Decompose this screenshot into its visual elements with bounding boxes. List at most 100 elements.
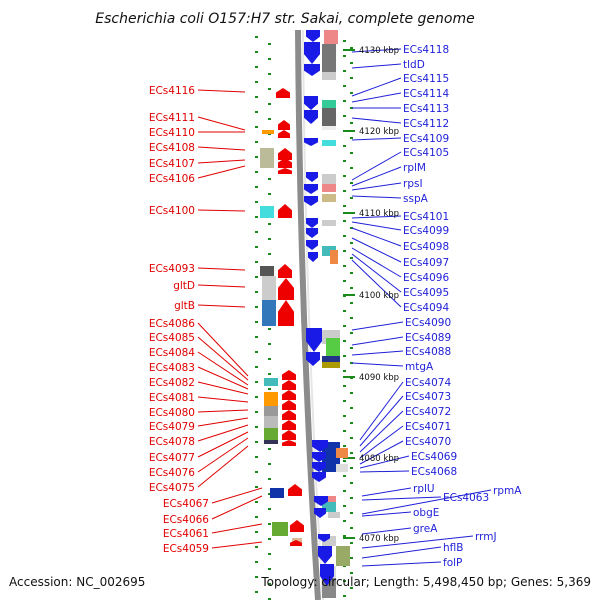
guide-dot-right-outer (350, 77, 353, 79)
gene-feature-block (264, 378, 278, 386)
guide-dot-left (255, 261, 258, 263)
scale-label: 4120 kbp (359, 127, 399, 137)
guide-dot-right-outer (350, 257, 353, 259)
gene-label-left: ECs4110 (149, 127, 195, 139)
guide-dot-right (343, 70, 346, 72)
leader-line-left (197, 424, 249, 442)
guide-dot-right (343, 535, 346, 537)
guide-dot-right (343, 205, 346, 207)
leader-line-left (197, 116, 246, 131)
leader-line-right (351, 215, 402, 219)
guide-dot-left (255, 216, 258, 218)
gene-label-right: ECs4096 (403, 272, 449, 284)
guide-dot-right (343, 115, 346, 117)
gene-label-left: ECs4116 (149, 85, 195, 97)
leader-line-left (211, 523, 263, 534)
accession-text: Accession: NC_002695 (9, 575, 145, 589)
guide-dot-left-inner (268, 538, 271, 540)
gene-feature-block (322, 246, 336, 256)
gene-arrow-reverse (320, 564, 334, 586)
gene-arrow-forward (290, 520, 304, 532)
gene-feature-block (322, 140, 336, 146)
gene-label-left: ECs4078 (149, 436, 195, 448)
guide-dot-right-outer (350, 392, 353, 394)
scale-label: 4090 kbp (359, 373, 399, 383)
gene-arrow-reverse (304, 196, 318, 206)
gene-feature-block (322, 126, 336, 130)
leader-line-right (359, 395, 404, 447)
guide-dot-left (255, 156, 258, 158)
guide-dot-right (343, 415, 346, 417)
leader-line-right (361, 535, 474, 549)
leader-line-right (359, 455, 410, 469)
guide-dot-left (255, 516, 258, 518)
gene-feature-block (264, 416, 278, 428)
guide-dot-left (255, 591, 258, 593)
gene-label-left: ECs4075 (149, 482, 195, 494)
leader-line-left (211, 495, 263, 520)
leader-line-left (197, 165, 246, 179)
gene-label-left: ECs4079 (149, 421, 195, 433)
gene-feature-block (270, 488, 284, 498)
guide-dot-left (255, 546, 258, 548)
guide-dot-right-outer (350, 422, 353, 424)
guide-dot-left (255, 321, 258, 323)
gene-arrow-forward (282, 390, 296, 400)
leader-line-right (351, 221, 402, 231)
guide-dot-right (343, 520, 346, 522)
leader-line-left (197, 267, 246, 271)
leader-line-right (351, 166, 402, 187)
guide-dot-right-outer (350, 317, 353, 319)
gene-feature-block (264, 440, 278, 444)
guide-dot-right (343, 475, 346, 477)
gene-label-right: ECs4095 (403, 287, 449, 299)
left-gene-labels: ECs4116ECs4111ECs4110ECs4108ECs4107ECs41… (149, 85, 209, 555)
gene-label-right: ECs4098 (403, 241, 449, 253)
leader-line-left (197, 366, 249, 390)
leader-line-left (197, 322, 249, 377)
guide-dot-right (343, 40, 346, 42)
gene-arrow-reverse (312, 472, 326, 482)
gene-label-right: rplM (403, 162, 426, 174)
gene-arrow-reverse (314, 496, 328, 506)
guide-dot-right-outer (350, 92, 353, 94)
guide-dot-right-outer (350, 482, 353, 484)
guide-dot-left-inner (268, 178, 271, 180)
gene-arrow-reverse (312, 462, 326, 472)
gene-arrow-reverse (312, 440, 328, 452)
gene-feature-block (322, 220, 336, 226)
gene-arrow-forward (282, 370, 296, 380)
guide-dot-right-outer (350, 152, 353, 154)
leader-line-left (197, 381, 249, 395)
guide-dot-left (255, 501, 258, 503)
guide-dot-right-outer (350, 332, 353, 334)
gene-arrow-reverse (306, 352, 320, 366)
gene-feature-block (264, 406, 278, 416)
leader-line-left (197, 159, 246, 164)
genome-info-text: Topology: circular; Length: 5,498,450 bp… (260, 575, 591, 589)
leader-line-right (359, 410, 404, 453)
gene-arrow-reverse (314, 508, 326, 518)
gene-arrow-reverse (306, 218, 318, 228)
guide-dot-left-inner (268, 343, 271, 345)
gene-label-right: tldD (403, 59, 425, 71)
gene-feature-block (262, 300, 276, 326)
leader-line-right (351, 92, 402, 103)
guide-dot-right (343, 190, 346, 192)
guide-dot-left (255, 456, 258, 458)
guide-dot-right-outer (350, 287, 353, 289)
leader-line-left (211, 487, 263, 504)
gene-label-right: rrmJ (475, 531, 497, 543)
guide-dot-right-outer (350, 437, 353, 439)
gene-label-right: rpsI (403, 178, 423, 190)
guide-dot-right (343, 445, 346, 447)
leader-line-right (351, 362, 404, 367)
guide-dot-right-outer (350, 272, 353, 274)
gene-arrow-forward (278, 148, 292, 160)
backbone-highlight (302, 29, 324, 600)
guide-dot-left (255, 366, 258, 368)
leader-line-left (197, 209, 246, 212)
gene-feature-block (322, 356, 340, 362)
guide-dot-right (343, 85, 346, 87)
